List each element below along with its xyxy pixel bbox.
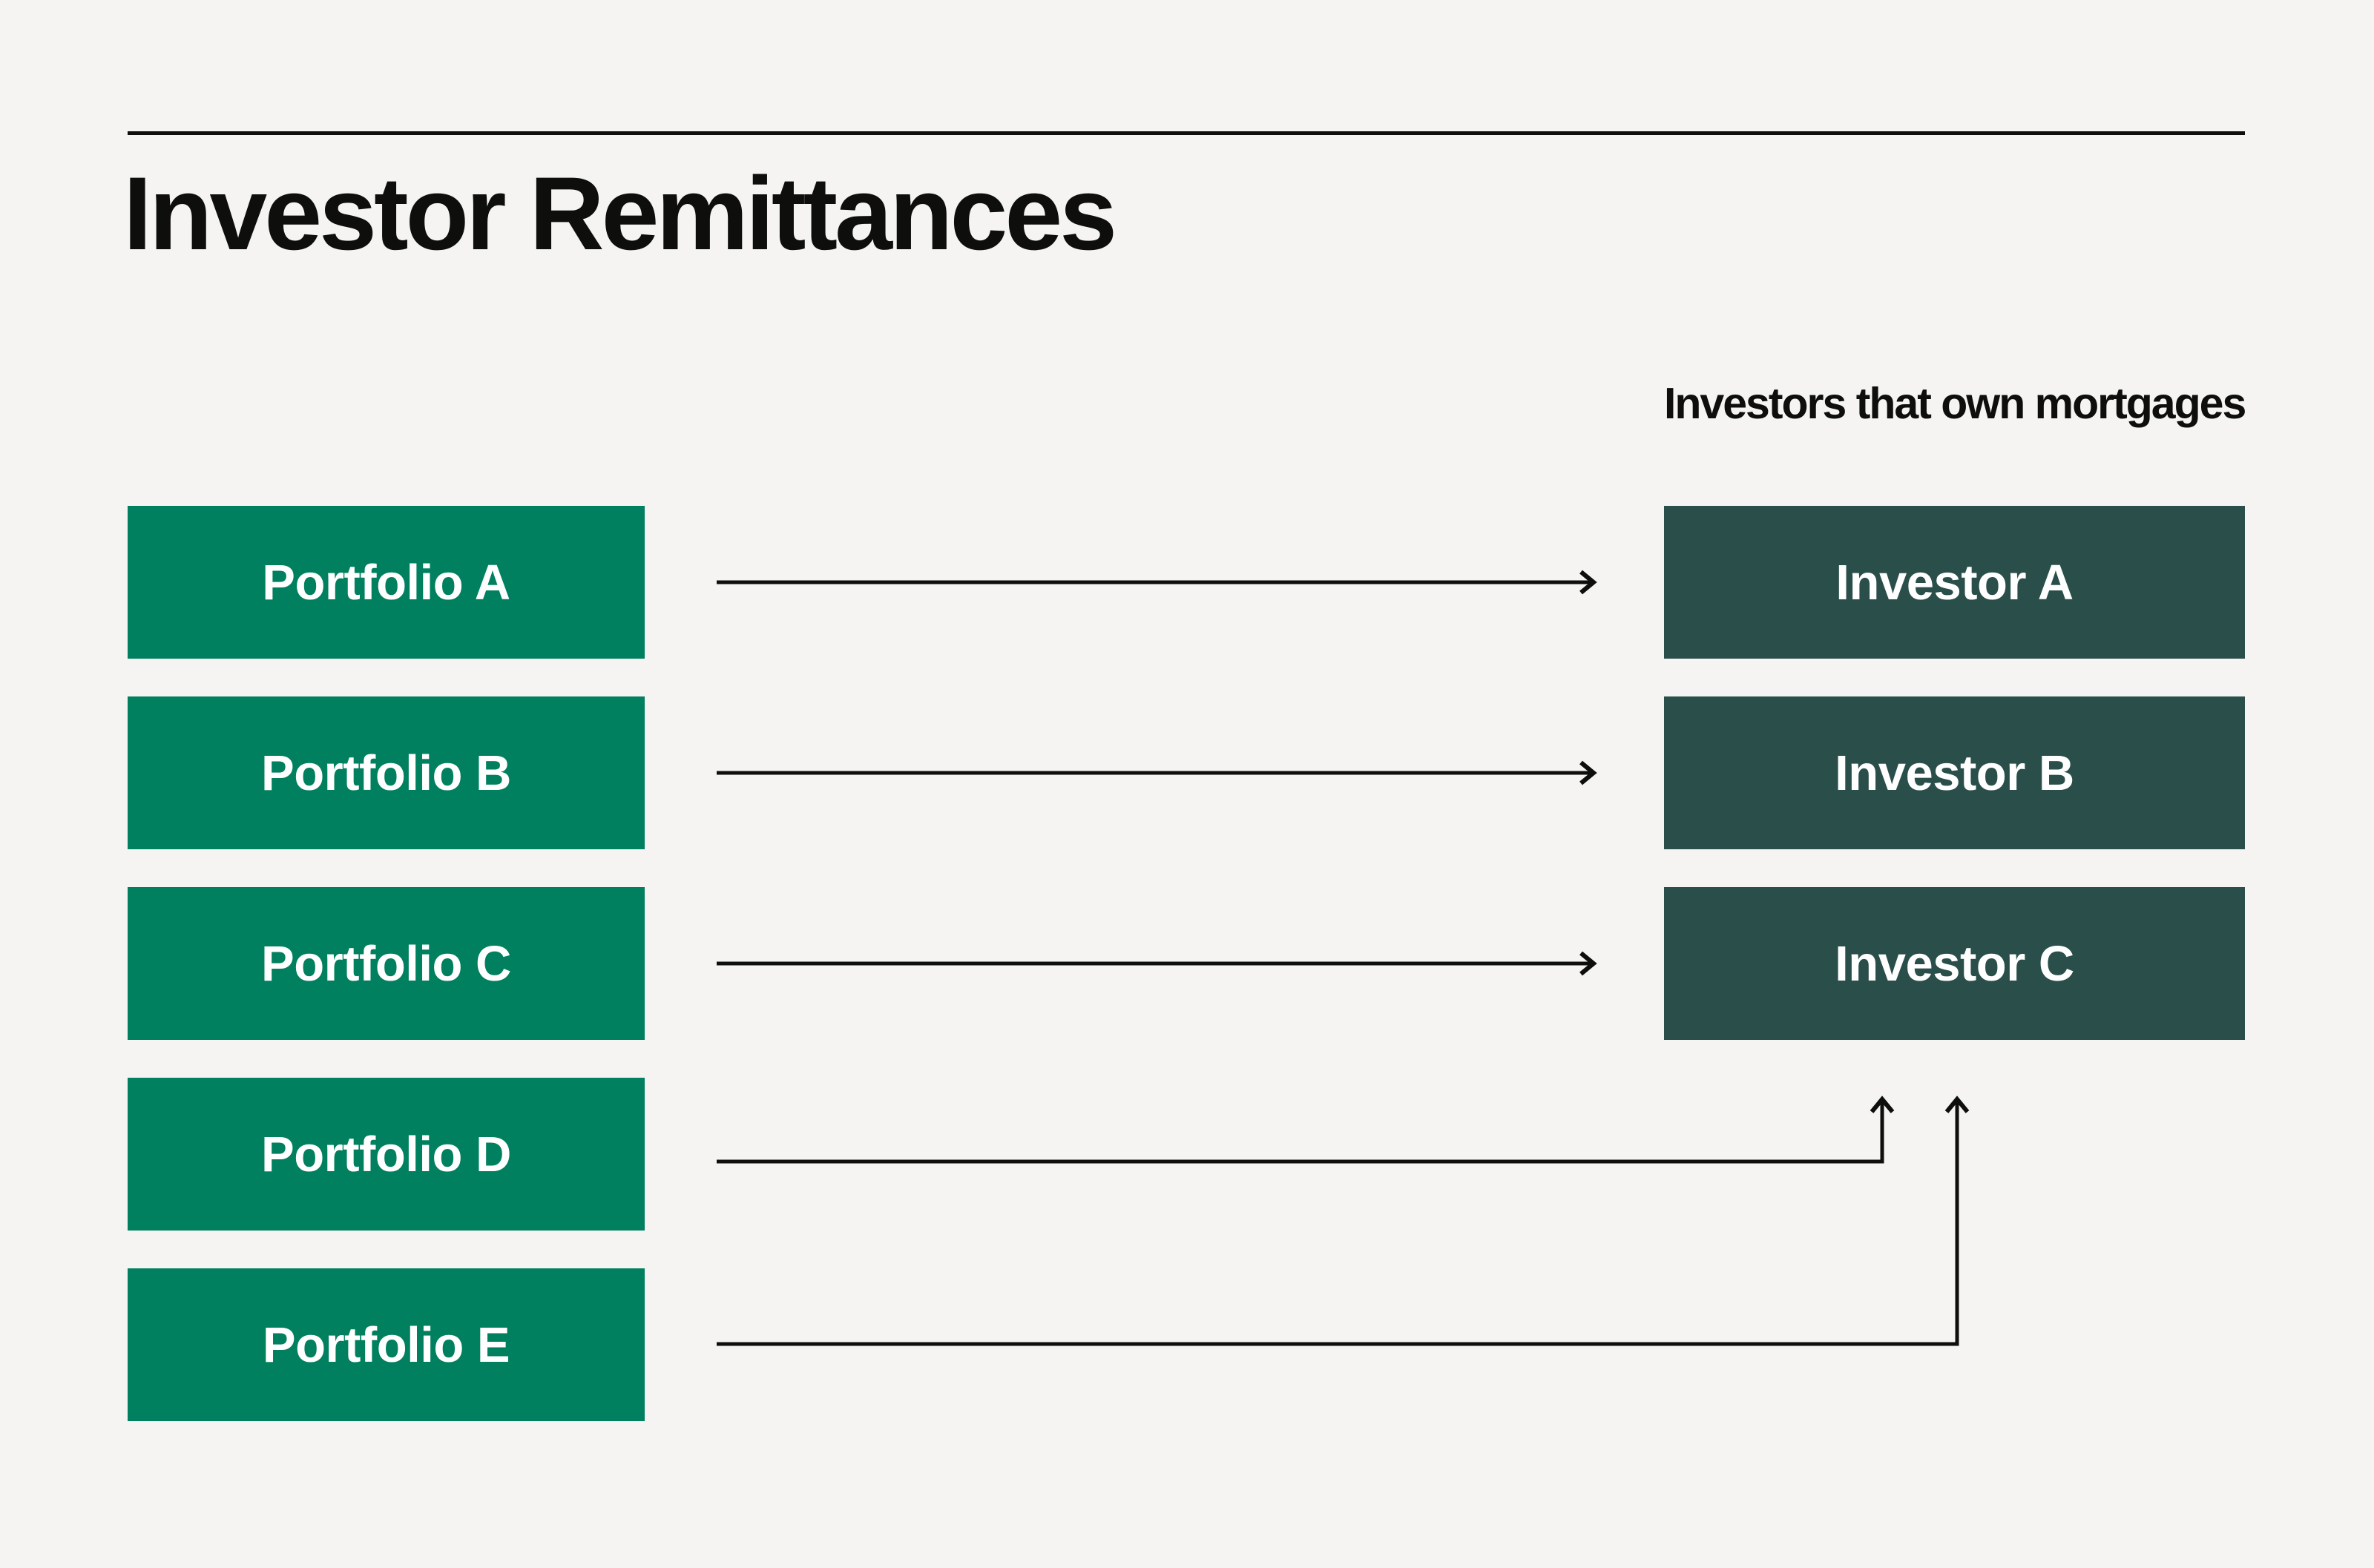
arrow-portfolio-d-to-investor-c bbox=[717, 1096, 1895, 1164]
portfolio-box-e-label: Portfolio E bbox=[262, 1317, 510, 1373]
portfolio-box-e: Portfolio E bbox=[128, 1268, 645, 1421]
arrow-e-head-up-icon bbox=[1944, 1096, 1970, 1113]
arrow-e-shaft bbox=[717, 1102, 1959, 1346]
investor-box-b: Investor B bbox=[1664, 696, 2245, 849]
arrow-portfolio-b-to-investor-b bbox=[717, 760, 1597, 785]
investor-box-b-label: Investor B bbox=[1835, 745, 2074, 801]
portfolio-box-a: Portfolio A bbox=[128, 506, 645, 659]
portfolio-box-d-label: Portfolio D bbox=[261, 1126, 511, 1182]
arrow-b-head-right-icon bbox=[1579, 760, 1597, 785]
portfolio-box-b: Portfolio B bbox=[128, 696, 645, 849]
arrow-portfolio-a-to-investor-a bbox=[717, 570, 1597, 595]
investor-box-c: Investor C bbox=[1664, 887, 2245, 1040]
arrow-c-head-right-icon bbox=[1579, 951, 1597, 976]
arrow-d-shaft bbox=[717, 1102, 1884, 1164]
arrow-a-head-right-icon bbox=[1579, 570, 1597, 595]
investor-box-a: Investor A bbox=[1664, 506, 2245, 659]
portfolio-box-d: Portfolio D bbox=[128, 1078, 645, 1231]
top-rule bbox=[128, 131, 2245, 135]
arrow-portfolio-e-to-investor-c bbox=[717, 1096, 1970, 1346]
portfolio-box-a-label: Portfolio A bbox=[262, 554, 510, 610]
portfolio-box-c-label: Portfolio C bbox=[261, 935, 511, 992]
arrow-d-head-up-icon bbox=[1870, 1096, 1895, 1113]
right-column-heading: Investors that own mortgages bbox=[1664, 379, 2246, 428]
arrow-portfolio-c-to-investor-c bbox=[717, 951, 1597, 976]
page-title: Investor Remittances bbox=[123, 155, 1117, 271]
portfolio-box-b-label: Portfolio B bbox=[261, 745, 511, 801]
portfolio-box-c: Portfolio C bbox=[128, 887, 645, 1040]
investor-box-a-label: Investor A bbox=[1835, 554, 2074, 610]
investor-box-c-label: Investor C bbox=[1835, 935, 2074, 992]
